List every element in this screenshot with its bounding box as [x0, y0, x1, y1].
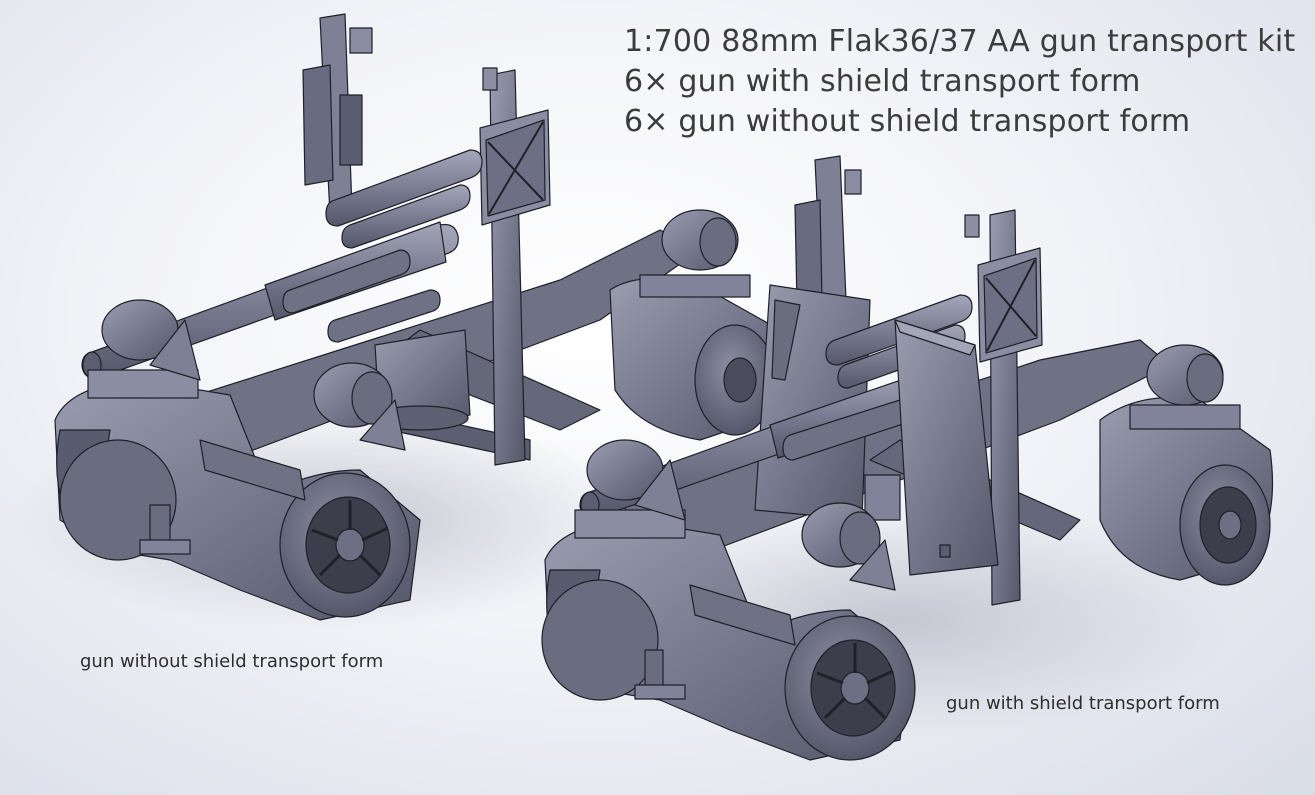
- wheel-hub: [723, 357, 757, 403]
- wheel: [59, 439, 177, 561]
- front-bogie: [541, 439, 916, 761]
- wheel: [541, 579, 659, 701]
- front-bogie: [54, 299, 421, 621]
- subtitle-without-shield: 6× gun without shield transport form: [624, 104, 1191, 139]
- rear-bogie: [1099, 344, 1274, 586]
- model-with-shield: [541, 155, 1274, 761]
- wheel-hub: [1218, 510, 1242, 540]
- caption-with-shield: gun with shield transport form: [946, 693, 1220, 714]
- page-title: 1:700 88mm Flak36/37 AA gun transport ki…: [624, 24, 1296, 59]
- recuperator: [325, 149, 483, 227]
- model-without-shield: [10, 13, 784, 630]
- caption-without-shield: gun without shield transport form: [80, 651, 384, 672]
- subtitle-with-shield: 6× gun with shield transport form: [624, 64, 1141, 99]
